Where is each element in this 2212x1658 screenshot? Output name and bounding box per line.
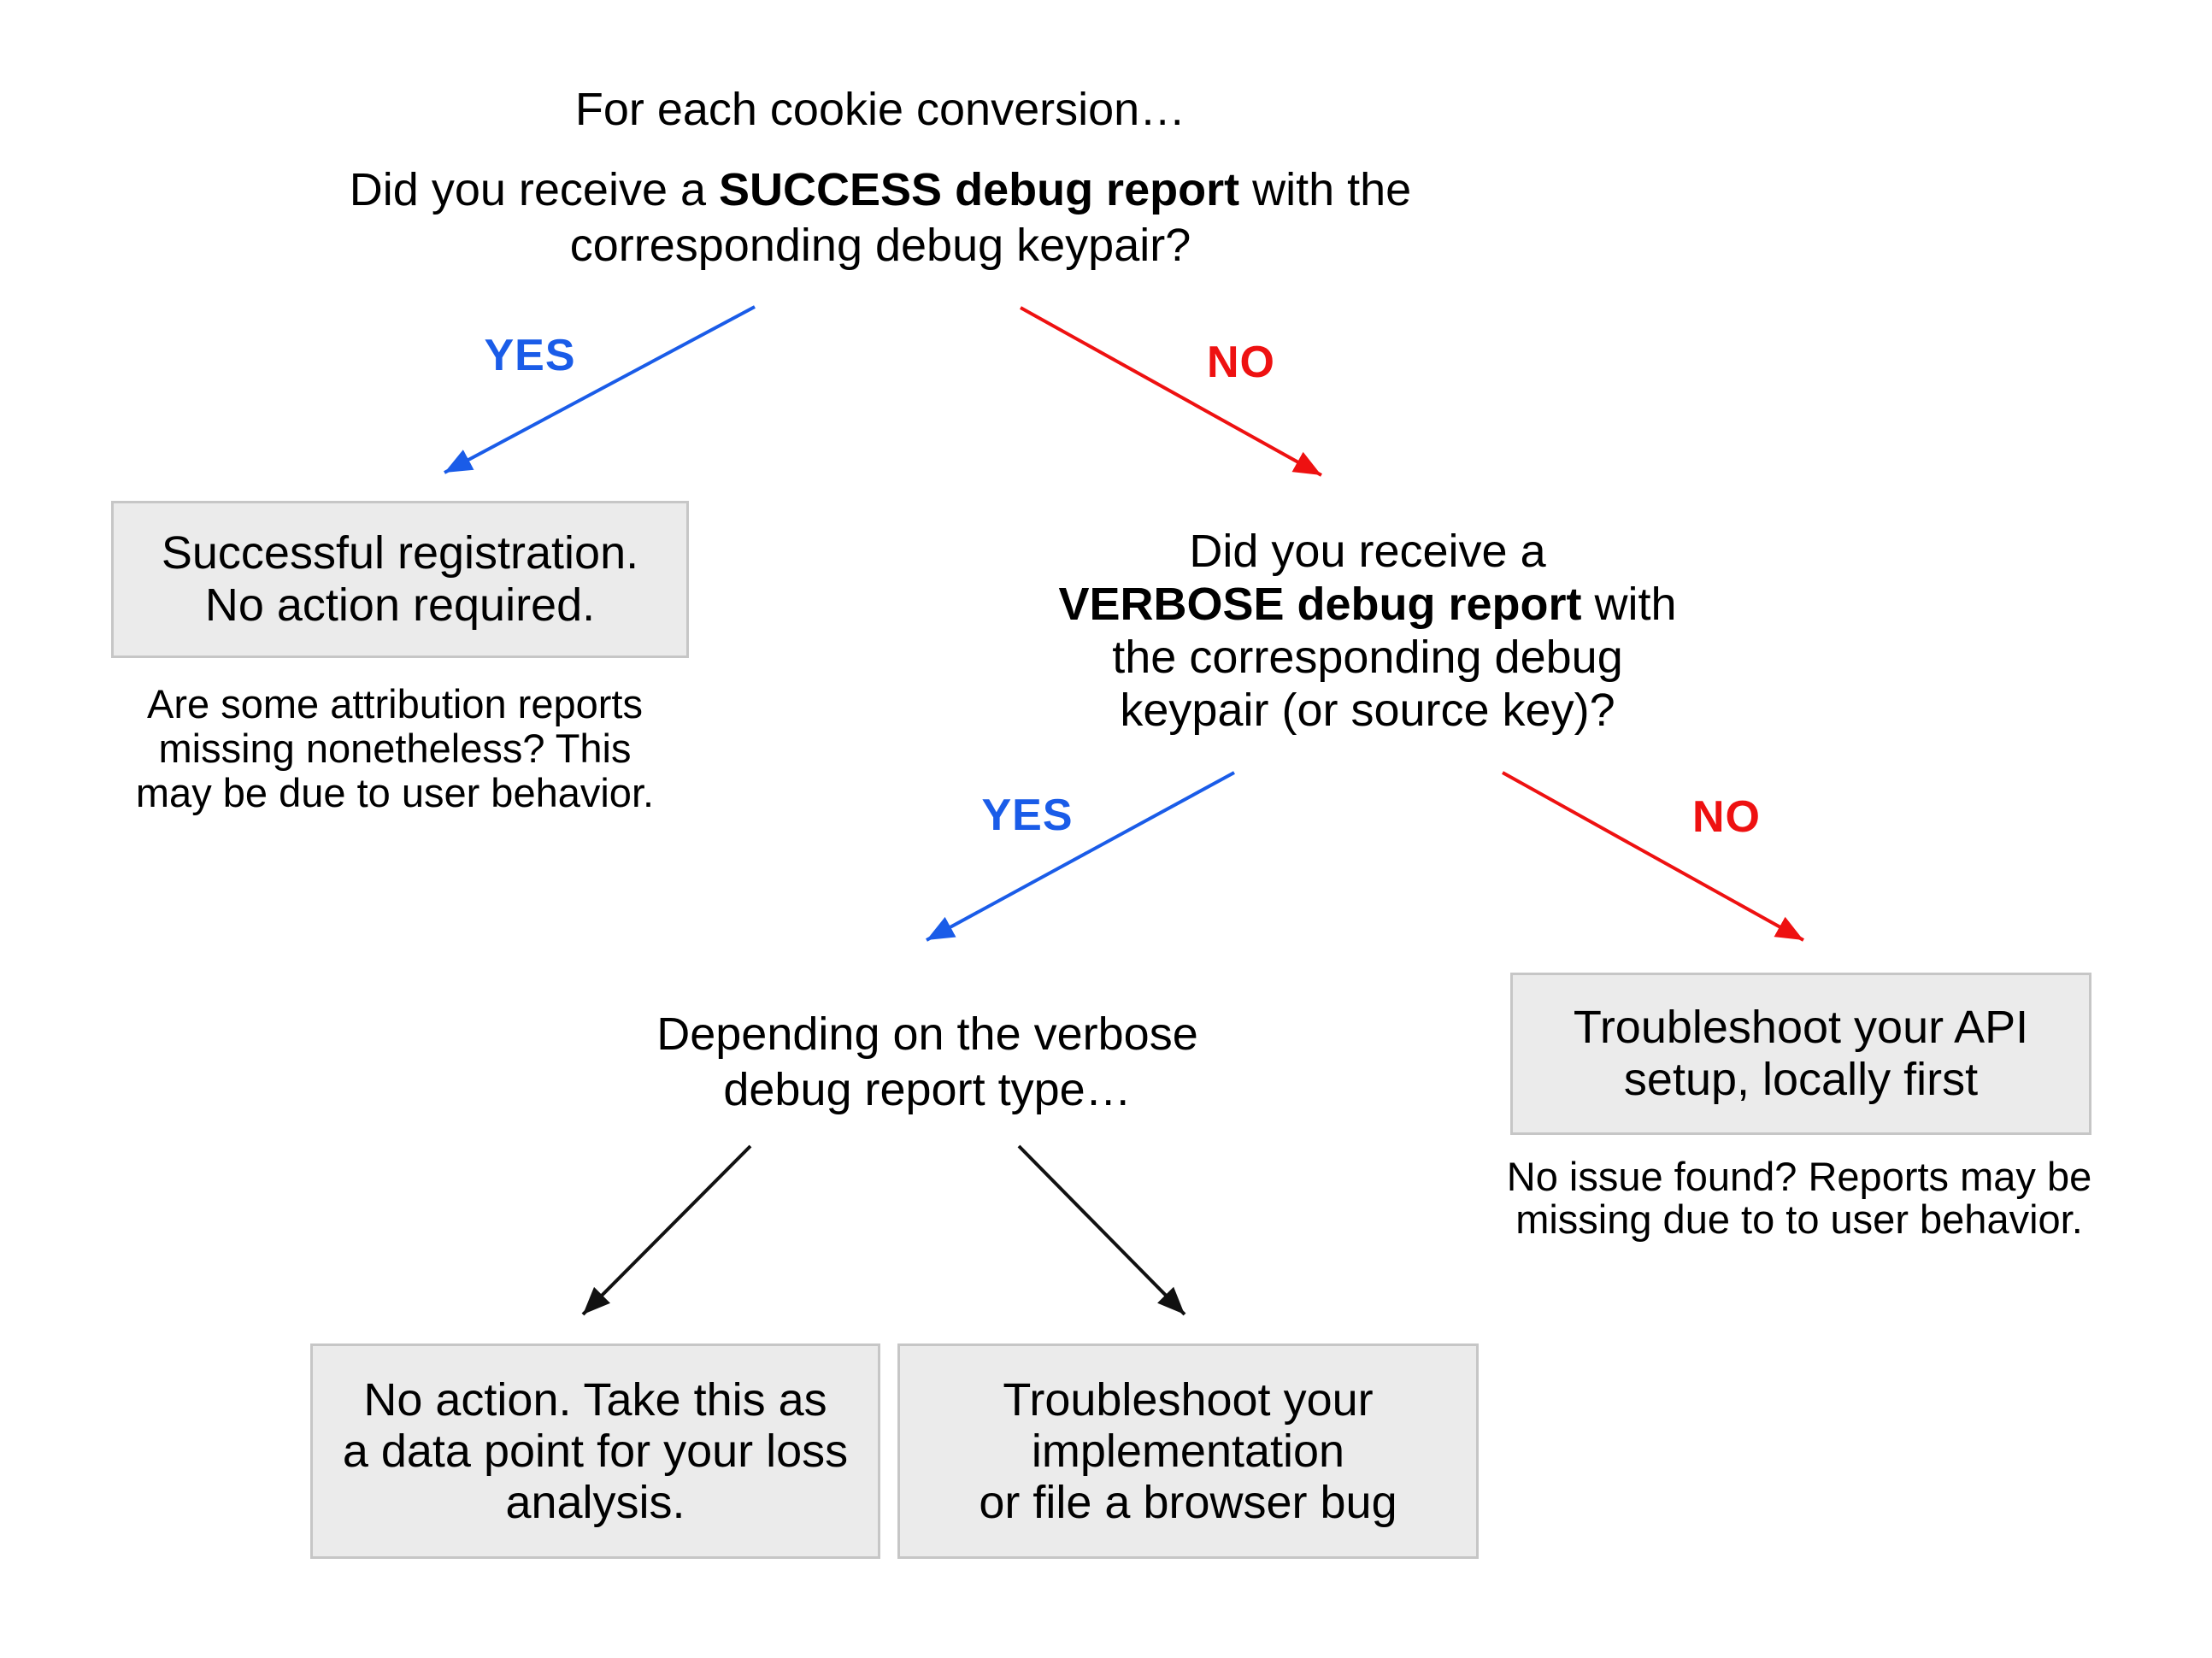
question-verbose-bold: VERBOSE debug report [1058,579,1582,630]
question-verbose-line4: keypair (or source key)? [1120,685,1615,736]
question-success-part2: with the [1239,164,1412,215]
loss-box-line1: No action. Take this as [363,1374,827,1426]
impl-box-line2: implementation [1031,1426,1345,1477]
arrow-no-2 [1502,771,1804,942]
api-note-line1: No issue found? Reports may be [1506,1154,2092,1199]
success-box-line1: Successful registration. [161,527,639,579]
question-verbose-line2: VERBOSE debug report with [940,578,1795,631]
success-note: Are some attribution reports missing non… [85,682,704,815]
loss-analysis-box: No action. Take this as a data point for… [310,1343,880,1559]
success-note-line1: Are some attribution reports [147,681,643,726]
impl-box-line3: or file a browser bug [979,1477,1397,1528]
question-verbose-rest: with [1581,579,1677,630]
arrow-verbose-left [581,1144,752,1316]
success-registration-box: Successful registration. No action requi… [111,501,689,658]
troubleshoot-api-box: Troubleshoot your API setup, locally fir… [1510,973,2091,1135]
verbose-type-line2: debug report type… [723,1064,1132,1115]
no-label-1: NO [1207,338,1275,387]
question-success-line2: corresponding debug keypair? [569,220,1191,271]
loss-box-line3: analysis. [505,1477,685,1528]
question-success-part1: Did you receive a [349,164,720,215]
loss-box-line2: a data point for your loss [342,1426,849,1477]
yes-label-2: YES [981,791,1074,840]
question-verbose-line3: the corresponding debug [1112,632,1623,683]
api-box-line2: setup, locally first [1623,1054,1979,1105]
success-box-line2: No action required. [204,579,596,631]
arrow-no-1 [1020,306,1322,477]
api-box-line1: Troubleshoot your API [1573,1002,2029,1053]
impl-box-line1: Troubleshoot your [1003,1374,1374,1426]
api-note-line2: missing due to to user behavior. [1515,1196,2083,1242]
api-note: No issue found? Reports may be missing d… [1457,1155,2141,1241]
question-verbose-report: Did you receive a VERBOSE debug report w… [940,525,1795,737]
success-note-line3: may be due to user behavior. [135,770,655,815]
question-success-bold: SUCCESS debug report [719,164,1240,215]
arrow-yes-1 [444,305,756,474]
no-label-2: NO [1692,792,1761,842]
arrow-verbose-right [1017,1144,1186,1316]
yes-label-1: YES [484,331,576,380]
question-success-report: Did you receive a SUCCESS debug report w… [325,162,1436,273]
diagram-title: For each cookie conversion… [574,84,1186,135]
verbose-type-text: Depending on the verbose debug report ty… [500,1007,1355,1118]
troubleshoot-implementation-box: Troubleshoot your implementation or file… [897,1343,1479,1559]
verbose-type-line1: Depending on the verbose [656,1008,1198,1060]
arrow-yes-2 [926,771,1235,942]
question-success-line1: Did you receive a SUCCESS debug report w… [325,162,1436,218]
success-note-line2: missing nonetheless? This [158,726,632,771]
question-verbose-line1: Did you receive a [1189,526,1546,577]
